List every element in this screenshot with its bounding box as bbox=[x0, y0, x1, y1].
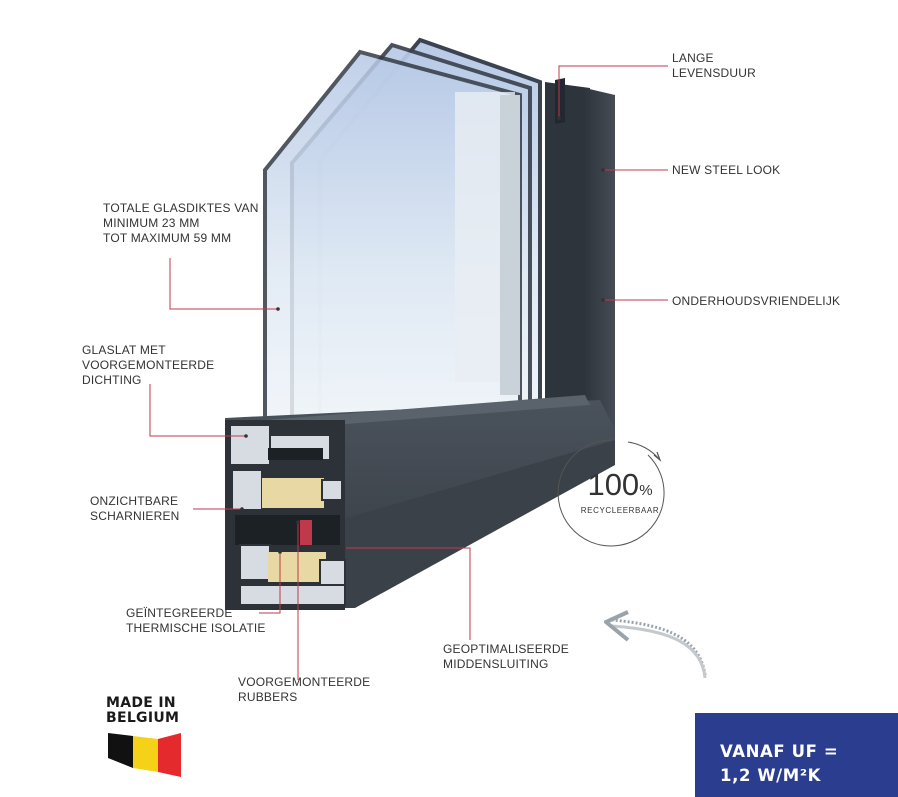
callout-middensluiting: GEOPTIMALISEERDE MIDDENSLUITING bbox=[443, 642, 569, 672]
glass-panes bbox=[263, 37, 542, 458]
callout-rubbers: VOORGEMONTEERDE RUBBERS bbox=[238, 675, 370, 705]
callout-line: MIDDENSLUITING bbox=[443, 657, 549, 671]
uf-line-1: VANAF UF = bbox=[720, 742, 839, 761]
made-in-line: MADE IN bbox=[106, 695, 176, 711]
vertical-frame bbox=[545, 78, 615, 430]
callout-line: SCHARNIEREN bbox=[90, 509, 180, 523]
callout-onderhoudsvriendelijk: ONDERHOUDSVRIENDELIJK bbox=[672, 294, 840, 309]
recycle-number: 100 bbox=[587, 467, 640, 502]
callout-line: DICHTING bbox=[82, 373, 142, 387]
callout-dots bbox=[240, 116, 605, 554]
recycle-percentage: 100% bbox=[566, 468, 674, 508]
callout-line: VOORGEMONTEERDE bbox=[238, 675, 371, 689]
profile-cross-section bbox=[225, 420, 346, 610]
recycle-ring bbox=[557, 439, 665, 547]
callout-line: RUBBERS bbox=[238, 690, 298, 704]
callout-line: GEOPTIMALISEERDE bbox=[443, 642, 569, 656]
callout-line: ONDERHOUDSVRIENDELIJK bbox=[672, 294, 841, 308]
curved-arrow-icon bbox=[604, 610, 707, 679]
callout-line: MINIMUM 23 MM bbox=[103, 216, 200, 230]
belgian-flag bbox=[108, 733, 181, 777]
callout-glaslat: GLASLAT MET VOORGEMONTEERDE DICHTING bbox=[82, 343, 214, 388]
callout-line: THERMISCHE ISOLATIE bbox=[126, 621, 266, 635]
callout-glasdiktes: TOTALE GLASDIKTES VAN MINIMUM 23 MM TOT … bbox=[103, 201, 259, 246]
made-in-belgium-logo: MADE IN BELGIUM bbox=[106, 696, 179, 726]
callout-new-steel-look: NEW STEEL LOOK bbox=[672, 163, 780, 178]
recycle-label: RECYCLEERBAAR bbox=[580, 506, 660, 515]
belgium-line: BELGIUM bbox=[106, 710, 180, 726]
callout-line: TOT MAXIMUM 59 MM bbox=[103, 231, 232, 245]
callout-isolatie: GEÏNTEGREERDE THERMISCHE ISOLATIE bbox=[126, 606, 266, 636]
callout-leader-lines bbox=[149, 65, 668, 680]
callout-scharnieren: ONZICHTBARE SCHARNIEREN bbox=[90, 494, 180, 524]
callout-line: LEVENSDUUR bbox=[672, 66, 757, 80]
callout-line: GLASLAT MET bbox=[82, 343, 166, 357]
callout-line: GEÏNTEGREERDE bbox=[126, 606, 233, 620]
uf-value-box: VANAF UF = 1,2 W/M²K bbox=[695, 713, 898, 797]
recycle-badge: 100% RECYCLEERBAAR bbox=[566, 438, 674, 548]
callout-line: ONZICHTBARE bbox=[90, 494, 179, 508]
callout-lange-levensduur: LANGE LEVENSDUUR bbox=[672, 51, 756, 81]
callout-line: VOORGEMONTEERDE bbox=[82, 358, 215, 372]
callout-line: LANGE bbox=[672, 51, 714, 65]
callout-line: NEW STEEL LOOK bbox=[672, 163, 781, 177]
callout-line: TOTALE GLASDIKTES VAN bbox=[103, 201, 259, 215]
recycle-percent-sign: % bbox=[639, 482, 653, 499]
uf-line-2: 1,2 W/M²K bbox=[720, 766, 822, 785]
